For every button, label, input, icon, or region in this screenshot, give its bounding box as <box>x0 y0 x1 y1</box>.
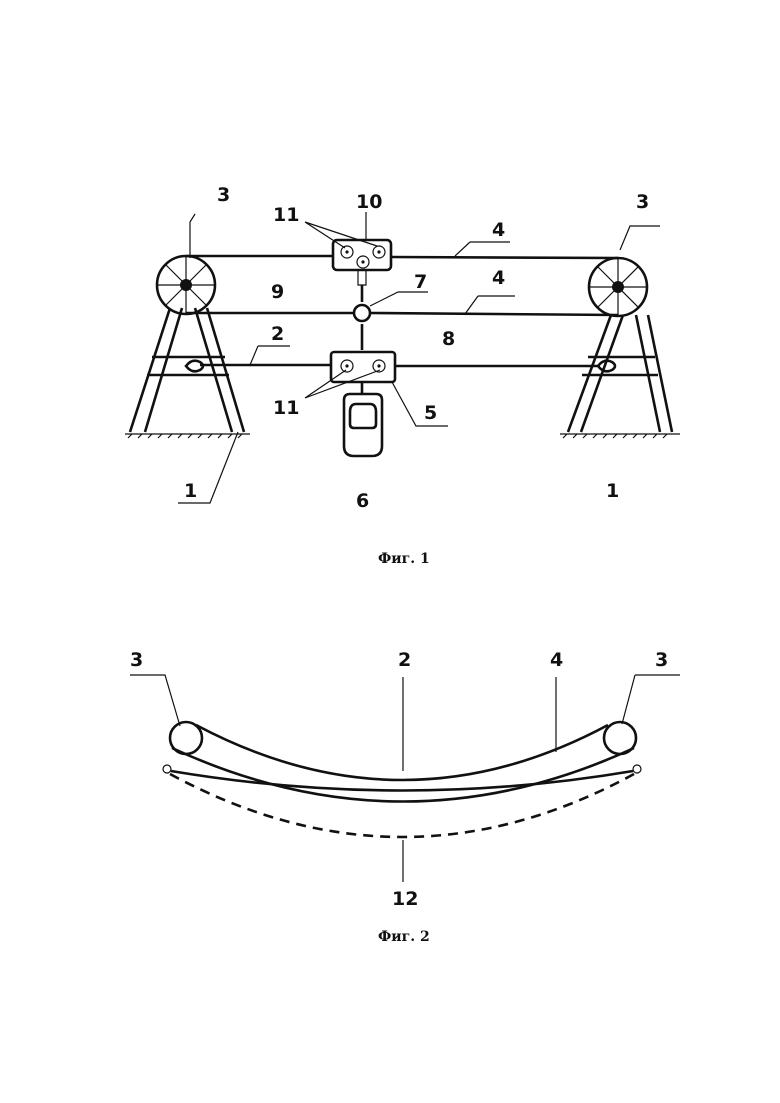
label-11-lower: 11 <box>273 397 299 419</box>
tower-left <box>125 308 250 438</box>
leader-2 <box>250 346 290 365</box>
pulley-left <box>157 256 215 314</box>
label-2-fig2: 2 <box>398 649 411 671</box>
leader-3-left <box>190 214 195 258</box>
hinge <box>354 305 370 321</box>
leader-3-left-fig2 <box>130 675 180 726</box>
leader-3-right-fig2 <box>622 675 680 724</box>
label-3-right-fig2: 3 <box>655 649 668 671</box>
leader-3-right <box>620 226 660 250</box>
upper-carriage <box>333 240 391 285</box>
label-1-left: 1 <box>184 480 197 502</box>
label-11-upper: 11 <box>273 204 299 226</box>
leader-5 <box>392 382 448 426</box>
caption-figure-1: Фиг. 1 <box>378 551 430 567</box>
leader-4-top <box>455 242 510 256</box>
label-3-left: 3 <box>217 184 230 206</box>
label-7: 7 <box>414 271 427 293</box>
label-5: 5 <box>424 402 437 424</box>
pulley-right <box>589 258 647 316</box>
anchor-right-fig2 <box>633 765 641 773</box>
label-12: 12 <box>392 888 418 910</box>
label-1-right: 1 <box>606 480 619 502</box>
label-9: 9 <box>271 281 284 303</box>
cable-4-upper-arc <box>196 725 608 780</box>
label-3-left-fig2: 3 <box>130 649 143 671</box>
upper-cable-middle <box>186 313 618 315</box>
leader-4-mid <box>465 296 515 314</box>
label-4-fig2: 4 <box>550 649 563 671</box>
label-4-mid: 4 <box>492 267 505 289</box>
leader-7 <box>370 292 428 306</box>
lower-cable <box>200 365 600 366</box>
caption-figure-2: Фиг. 2 <box>378 929 430 945</box>
label-3-right: 3 <box>636 191 649 213</box>
cable-deflection-dashed <box>170 774 634 837</box>
label-4-top: 4 <box>492 219 505 241</box>
upper-cable-top <box>186 256 618 258</box>
label-10: 10 <box>356 191 382 213</box>
figure-1: 3 10 11 3 4 9 7 4 2 8 11 5 1 6 1 Фиг. 1 <box>125 184 680 567</box>
label-2: 2 <box>271 323 284 345</box>
tower-right <box>560 315 680 438</box>
label-6: 6 <box>356 490 369 512</box>
anchor-left-fig2 <box>163 765 171 773</box>
figure-2: 3 2 4 3 12 Фиг. 2 <box>130 649 680 945</box>
cabin <box>344 394 382 456</box>
label-8: 8 <box>442 328 455 350</box>
